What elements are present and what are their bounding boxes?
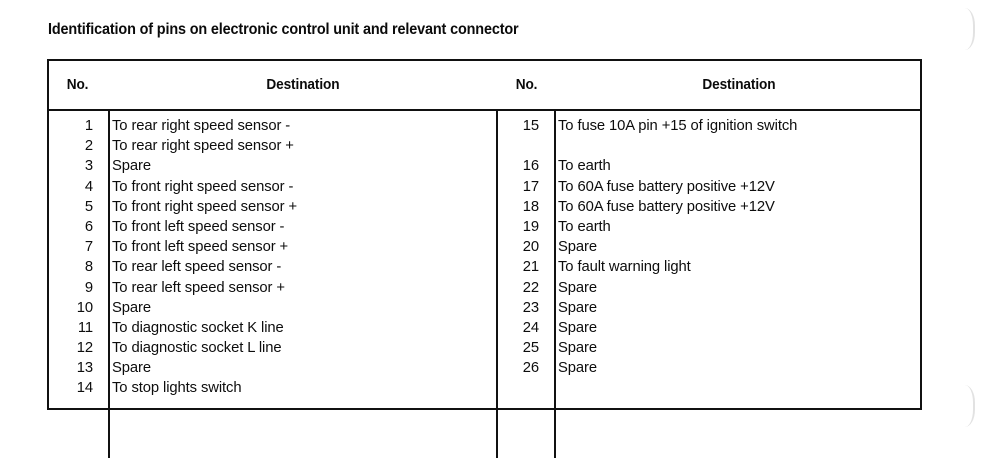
table-row: 19: [522, 218, 539, 235]
table-row: 20: [522, 239, 539, 256]
table-row: 16: [522, 158, 539, 175]
table-row: Spare: [558, 360, 597, 377]
column-header-destination-right-label: Destination: [701, 77, 776, 93]
column-header-destination-left: Destination: [110, 61, 496, 109]
table-row: To rear right speed sensor +: [112, 138, 294, 155]
table-row: 18: [522, 198, 539, 215]
table-row: 13: [76, 360, 93, 377]
table-row-spacer: [498, 136, 553, 156]
table-row: 22: [522, 279, 539, 296]
table-row: Spare: [112, 158, 151, 175]
table-row: 24: [522, 319, 539, 336]
destination-column-right: To fuse 10A pin +15 of ignition switch T…: [558, 111, 918, 378]
scan-artifact-bottom-right: [955, 385, 975, 427]
table-row: To earth: [558, 158, 611, 175]
table-row: To diagnostic socket L line: [112, 340, 282, 357]
pin-number-column-right: 15 16 17 18 19 20 21 22 23 24 25 26: [498, 111, 553, 378]
table-row: 9: [84, 279, 93, 296]
table-row: Spare: [112, 360, 151, 377]
table-row: 4: [84, 178, 93, 195]
column-header-no-left-label: No.: [67, 77, 89, 93]
column-header-no-right-label: No.: [515, 77, 538, 93]
table-row: To rear right speed sensor -: [112, 118, 291, 134]
table-row: 12: [76, 340, 93, 357]
table-row: 21: [522, 259, 539, 276]
table-row: To rear left speed sensor +: [112, 279, 285, 296]
table-row: 10: [76, 299, 93, 316]
table-row: Spare: [558, 279, 597, 296]
table-row: 3: [84, 158, 93, 175]
table-row: Spare: [558, 239, 597, 256]
column-divider-2: [496, 111, 498, 458]
table-row: To stop lights switch: [112, 380, 242, 397]
table-row: To fault warning light: [558, 259, 691, 276]
column-header-no-right: No.: [499, 61, 554, 109]
table-row: 11: [77, 319, 93, 336]
column-header-destination-left-label: Destination: [266, 77, 340, 93]
page-title: Identification of pins on electronic con…: [48, 21, 519, 38]
column-divider-3: [554, 111, 556, 458]
table-row: 25: [522, 340, 539, 357]
table-row: To front left speed sensor -: [112, 218, 285, 235]
table-row: To 60A fuse battery positive +12V: [558, 198, 775, 215]
table-row: 8: [84, 259, 93, 276]
table-row: 26: [522, 360, 539, 377]
table-row-spacer: [558, 136, 918, 156]
table-row: Spare: [558, 340, 597, 357]
table-row: To front right speed sensor -: [112, 178, 294, 195]
table-row: Spare: [558, 299, 597, 316]
table-row: To front left speed sensor +: [112, 239, 289, 256]
table-row: To front right speed sensor +: [112, 198, 298, 215]
destination-column-left: To rear right speed sensor - To rear righ…: [112, 111, 494, 399]
column-header-destination-right: Destination: [557, 61, 920, 109]
scan-artifact-top-right: [955, 8, 975, 50]
table-row: 15: [522, 118, 539, 134]
table-header-row: No. Destination No. Destination: [49, 61, 920, 111]
table-row: 7: [84, 239, 93, 256]
table-row: To fuse 10A pin +15 of ignition switch: [558, 118, 798, 134]
table-row: To 60A fuse battery positive +12V: [558, 178, 775, 195]
table-row: 5: [84, 198, 93, 215]
table-row: Spare: [558, 319, 597, 336]
table-row: To rear left speed sensor -: [112, 259, 282, 276]
column-header-no-left: No.: [49, 61, 107, 109]
table-row: 2: [84, 138, 93, 155]
table-row: To earth: [558, 218, 611, 235]
table-row: 14: [76, 380, 93, 397]
table-row: 23: [522, 299, 539, 316]
table-row: To diagnostic socket K line: [112, 319, 284, 336]
table-row: 1: [84, 118, 93, 134]
column-divider-1: [108, 111, 110, 458]
table-row: 6: [84, 218, 93, 235]
table-row: 17: [522, 178, 539, 195]
table-row: Spare: [112, 299, 151, 316]
